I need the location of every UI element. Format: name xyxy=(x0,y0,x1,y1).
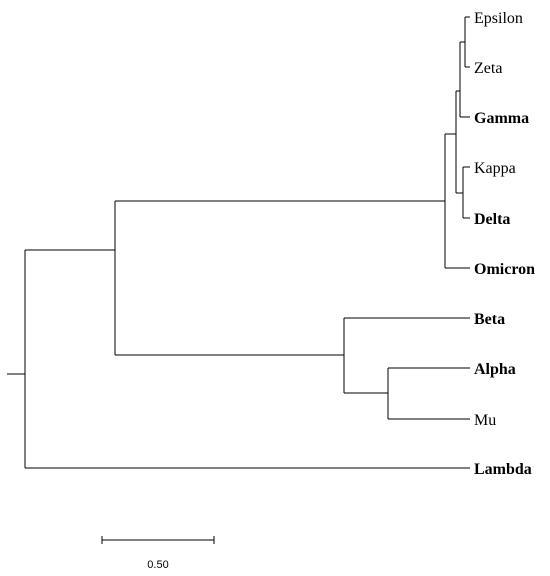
scale-bar-label: 0.50 xyxy=(147,559,168,571)
taxon-label-delta: Delta xyxy=(474,211,510,228)
taxon-label-omicron: Omicron xyxy=(474,261,535,278)
taxon-label-kappa: Kappa xyxy=(474,160,516,177)
taxon-labels: Epsilon Zeta Gamma Kappa Delta Omicron B… xyxy=(474,10,535,478)
taxon-label-zeta: Zeta xyxy=(474,60,502,77)
taxon-label-beta: Beta xyxy=(474,311,505,328)
tree-branches xyxy=(7,16,470,469)
taxon-label-lambda: Lambda xyxy=(474,461,532,478)
taxon-label-epsilon: Epsilon xyxy=(474,10,523,27)
taxon-label-mu: Mu xyxy=(474,412,496,429)
scale-bar: 0.50 xyxy=(101,536,215,571)
taxon-label-alpha: Alpha xyxy=(474,361,516,378)
taxon-label-gamma: Gamma xyxy=(474,110,529,127)
